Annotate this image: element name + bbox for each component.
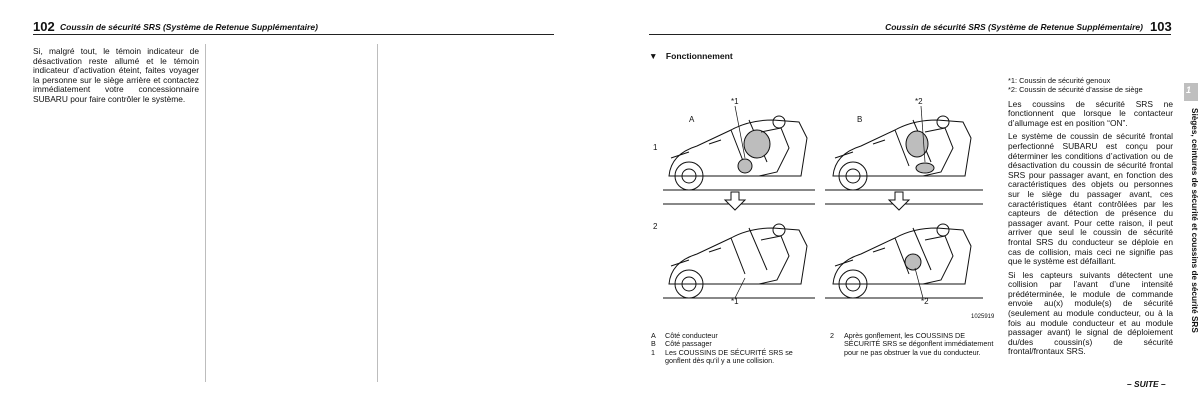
figure-mark-bottom-right: *2 [921,297,929,306]
figure-legend-right: 2 Après gonflement, les COUSSINS DE SÉCUR… [830,331,994,357]
figure-label-b: B [857,115,862,124]
footnote-1: *1: Coussin de sécurité genoux [1008,76,1111,85]
section-heading: ▼ Fonctionnement [649,51,733,61]
right-header-rule [649,34,1171,35]
figure-mark-bottom-left: *1 [731,297,739,306]
legend-row: B Côté passager [651,339,813,349]
right-text-column: *1: Coussin de sécurité genoux *2: Couss… [1008,76,1173,357]
left-page-number: 102 [33,19,55,34]
car-panel-b1 [832,115,972,191]
car-panel-a1 [668,115,808,191]
car-panel-a2 [668,223,808,299]
chapter-title-vertical: Sièges, ceintures de sécurité et coussin… [1190,108,1199,333]
right-paragraph-1: Les coussins de sécurité SRS ne fonction… [1008,98,1173,128]
left-column-divider-2 [377,44,378,382]
figure-legend-left: A Côté conducteur B Côté passager 1 Les COU… [651,331,813,366]
footnote-2: *2: Coussin de sécurité d’assise de sièg… [1008,85,1143,95]
figure-label-row-1: 1 [653,143,658,152]
legend-key: 2 [830,331,834,340]
right-page-number: 103 [1150,19,1172,34]
section-marker: ▼ [649,51,658,61]
airbag-figure: A B 1 2 *1 *2 *1 *2 1025919 [653,97,994,320]
legend-key: 1 [651,347,655,357]
car-panel-b2 [832,223,972,299]
arrow-down-right [887,191,911,211]
right-paragraph-2: Le système de coussin de sécurité fronta… [1008,131,1173,267]
right-paragraph-3: Si les capteurs suivants détectent une c… [1008,269,1173,357]
figure-mark-top-right: *2 [915,97,923,106]
left-paragraph: Si, malgré tout, le témoin indicateur de… [33,46,199,104]
figure-mark-top-left: *1 [731,97,739,106]
legend-text: Après gonflement, les COUSSINS DE SÉCURI… [844,331,994,357]
legend-row: 2 Après gonflement, les COUSSINS DE SÉCUR… [830,331,994,357]
left-page-header-title: Coussin de sécurité SRS (Système de Rete… [60,22,318,32]
left-column-divider-1 [205,44,206,382]
legend-text: Côté conducteur [665,331,718,340]
legend-key: A [651,331,656,340]
section-heading-text: Fonctionnement [665,51,733,61]
figure-label-row-2: 2 [653,222,658,231]
left-header-rule [33,34,554,35]
figure-label-a: A [689,115,695,124]
legend-row: A Côté conducteur [651,331,813,340]
legend-row: 1 Les COUSSINS DE SÉCURITÉ SRS se gonflen… [651,347,813,366]
arrow-down-left [723,191,747,211]
legend-text: Côté passager [665,339,712,349]
legend-key: B [651,339,656,349]
chapter-tab-number: 1 [1186,85,1192,95]
figure-code: 1025919 [971,314,994,320]
continued-label: – SUITE – [1127,379,1166,389]
legend-text: Les COUSSINS DE SÉCURITÉ SRS se gonflent… [665,347,793,366]
right-page-header-title: Coussin de sécurité SRS (Système de Rete… [885,22,1143,32]
chapter-tab [1184,83,1198,101]
